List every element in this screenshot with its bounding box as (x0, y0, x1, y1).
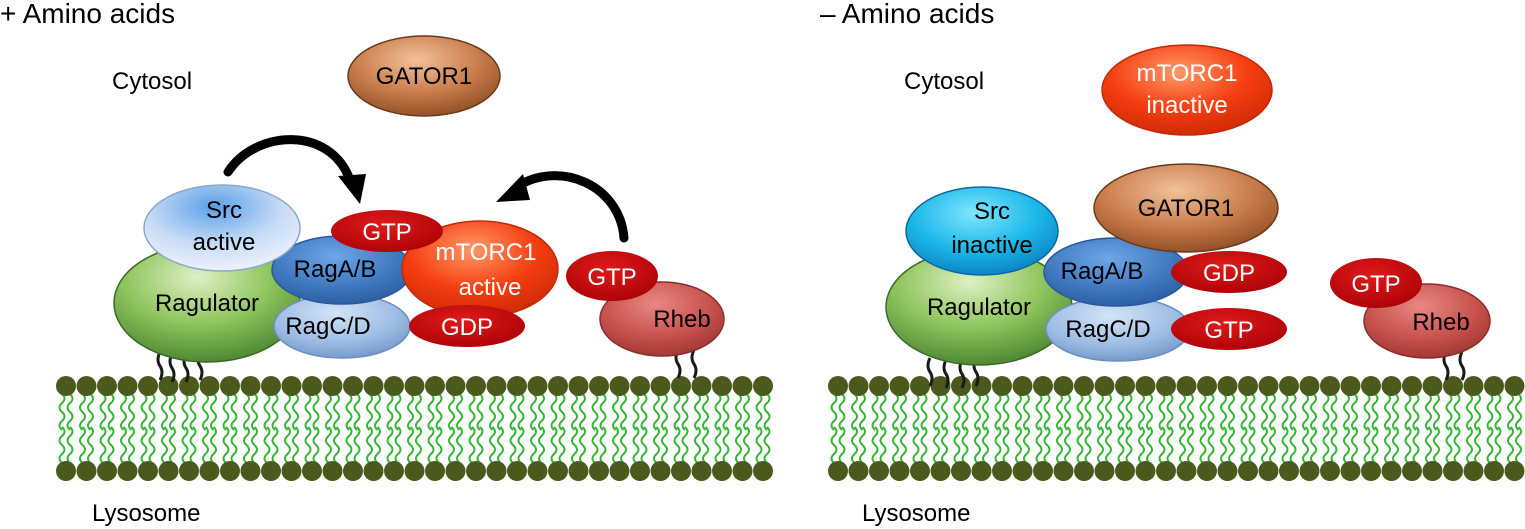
left-mtorc1-label-line1: mTORC1 (436, 239, 537, 266)
left-lysosome-membrane (56, 376, 773, 481)
right-ragab-nucleotide-label: GDP (1203, 260, 1255, 287)
right-gator1-complex (1093, 163, 1279, 253)
left-src-active (143, 184, 301, 272)
left-src-label-line1: Src (206, 197, 242, 224)
right-panel-title: – Amino acids (820, 0, 995, 29)
right-ragab-nucleotide (1171, 251, 1287, 293)
left-rheb-nucleotide (566, 251, 658, 301)
left-src-label-line2: active (193, 229, 256, 256)
right-cytosol-label: Cytosol (904, 68, 985, 95)
right-lysosome-membrane (828, 376, 1525, 481)
left-lysosome-label: Lysosome (92, 500, 201, 527)
right-gator1-label: GATOR1 (1138, 195, 1234, 222)
left-rheb-label: Rheb (653, 306, 710, 333)
right-lysosome-label: Lysosome (862, 500, 971, 527)
left-panel-title: + Amino acids (0, 0, 176, 29)
left-ragcd-nucleotide-label: GDP (441, 314, 493, 341)
left-ragcd-nucleotide (409, 305, 525, 347)
left-rheb (599, 281, 725, 357)
right-src-label-line1: Src (974, 198, 1010, 225)
left-ragulator-label: Ragulator (155, 290, 259, 317)
left-rheb-to-mtorc1-arrow (496, 171, 629, 243)
right-mtorc1-label-line1: mTORC1 (1137, 60, 1238, 87)
left-src-to-rag-arrow (223, 135, 366, 204)
right-src-label-line2: inactive (951, 232, 1032, 259)
right-mtorc1-inactive (1101, 44, 1273, 136)
left-gator1-label: GATOR1 (376, 63, 472, 90)
left-mtorc1-label-line2: active (459, 274, 522, 301)
right-ragcd-nucleotide-label: GTP (1204, 317, 1253, 344)
right-ragab-label: RagA/B (1061, 258, 1144, 285)
left-ragab-nucleotide (331, 210, 443, 252)
right-mtorc1-label-line2: inactive (1146, 92, 1227, 119)
right-rheb-nucleotide (1330, 258, 1422, 308)
right-ragcd-nucleotide (1171, 308, 1287, 350)
right-src-inactive (905, 186, 1059, 276)
left-ragab-label: RagA/B (294, 256, 377, 283)
left-ragab-nucleotide-label: GTP (362, 219, 411, 246)
left-rheb-nucleotide-label: GTP (587, 264, 636, 291)
left-ragcd-label: RagC/D (285, 313, 370, 340)
right-ragulator-label: Ragulator (927, 294, 1031, 321)
left-gator1-complex (347, 35, 501, 117)
left-cytosol-label: Cytosol (112, 68, 193, 95)
right-rheb-nucleotide-label: GTP (1351, 271, 1400, 298)
right-ragcd-label: RagC/D (1065, 316, 1150, 343)
right-rheb-label: Rheb (1412, 309, 1469, 336)
